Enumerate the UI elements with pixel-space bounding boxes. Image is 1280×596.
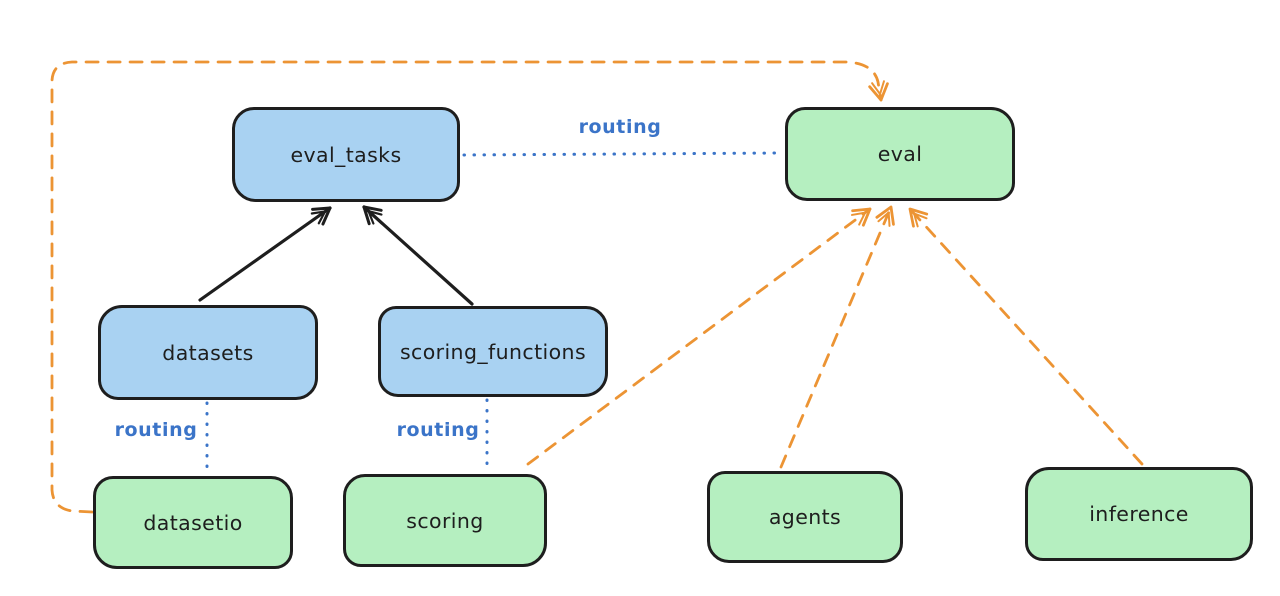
node-datasets-label: datasets — [162, 340, 254, 365]
node-eval: eval — [785, 107, 1015, 201]
edge-scoring-functions-to-eval-tasks — [362, 205, 474, 306]
node-agents-label: agents — [768, 505, 842, 529]
edge-datasetio-to-eval — [50, 60, 889, 514]
node-scoring-functions: scoring_functions — [378, 306, 608, 397]
node-inference: inference — [1025, 467, 1253, 561]
edge-eval-tasks-to-eval-routing — [462, 151, 784, 157]
edge-inference-to-eval — [908, 207, 1144, 466]
node-eval-label: eval — [877, 142, 923, 166]
edge-datasets-to-eval-tasks — [198, 206, 332, 302]
node-scoring-label: scoring — [406, 508, 484, 533]
node-scoring: scoring — [343, 474, 547, 567]
node-inference-label: inference — [1089, 502, 1189, 526]
node-agents: agents — [707, 471, 903, 563]
edge-scoring-to-eval — [526, 207, 872, 466]
node-datasetio-label: datasetio — [143, 510, 243, 535]
edge-agents-to-eval — [779, 205, 895, 469]
node-datasetio: datasetio — [93, 476, 293, 569]
routing-label-scoring-functions-scoring: routing — [396, 419, 480, 441]
node-datasets: datasets — [98, 305, 318, 400]
routing-label-eval-tasks-eval: routing — [578, 116, 662, 138]
node-eval-tasks: eval_tasks — [232, 107, 460, 202]
node-scoring-functions-label: scoring_functions — [399, 339, 587, 364]
routing-label-datasets-datasetio: routing — [114, 419, 198, 441]
node-eval-tasks-label: eval_tasks — [290, 142, 402, 167]
